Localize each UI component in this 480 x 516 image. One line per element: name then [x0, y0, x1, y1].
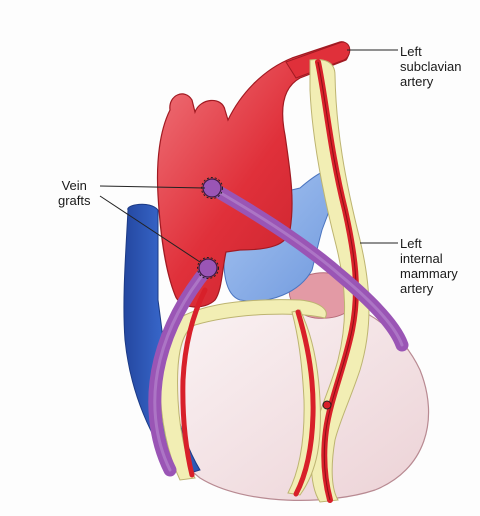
label-subclavian-line1: Left [400, 44, 461, 59]
anastomosis-lower [198, 258, 219, 279]
anastomosis-mammary [323, 401, 331, 409]
label-left-subclavian-artery: Left subclavian artery [400, 44, 461, 89]
label-mammary-line4: artery [400, 281, 458, 296]
label-mammary-line2: internal [400, 251, 458, 266]
label-vein-grafts: Vein grafts [58, 178, 91, 208]
label-vein-grafts-line1: Vein [58, 178, 91, 193]
label-subclavian-line2: subclavian [400, 59, 461, 74]
label-mammary-line3: mammary [400, 266, 458, 281]
label-left-internal-mammary-artery: Left internal mammary artery [400, 236, 458, 296]
label-mammary-line1: Left [400, 236, 458, 251]
label-vein-grafts-line2: grafts [58, 193, 91, 208]
label-subclavian-line3: artery [400, 74, 461, 89]
